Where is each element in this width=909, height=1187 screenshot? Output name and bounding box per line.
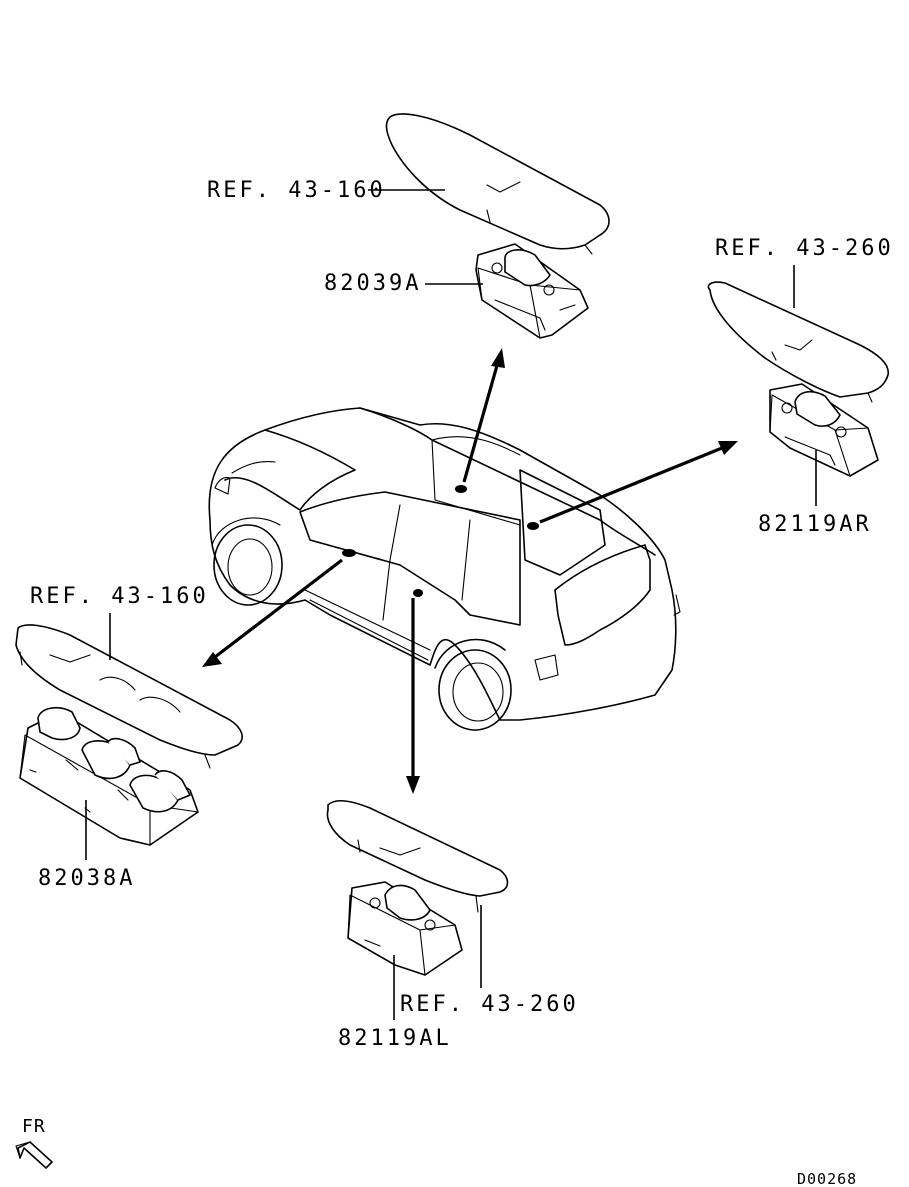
location-arrows: [202, 348, 738, 794]
leader-lines: [85, 189, 817, 1020]
diagram-code: D00268: [797, 1170, 858, 1187]
part-number-82039A: 82039A: [324, 271, 422, 296]
part-number-82119AL: 82119AL: [338, 1026, 452, 1051]
part-number-82038A: 82038A: [38, 866, 136, 891]
front-indicator-label: FR: [22, 1116, 46, 1137]
switch-82038A-assembly: [15, 624, 243, 846]
switch-82119AR-assembly: [707, 281, 889, 477]
switch-82119AL-assembly: [326, 799, 509, 976]
part-number-82119AR: 82119AR: [758, 512, 872, 537]
ref-label-right: REF. 43-260: [715, 236, 894, 261]
vehicle-outline: [208, 407, 681, 731]
ref-label-top: REF. 43-160: [207, 178, 386, 203]
ref-label-left: REF. 43-160: [30, 584, 209, 609]
ref-label-bottom: REF. 43-260: [400, 992, 579, 1017]
front-direction-icon: [15, 1141, 53, 1169]
switch-82039A-assembly: [385, 113, 610, 339]
